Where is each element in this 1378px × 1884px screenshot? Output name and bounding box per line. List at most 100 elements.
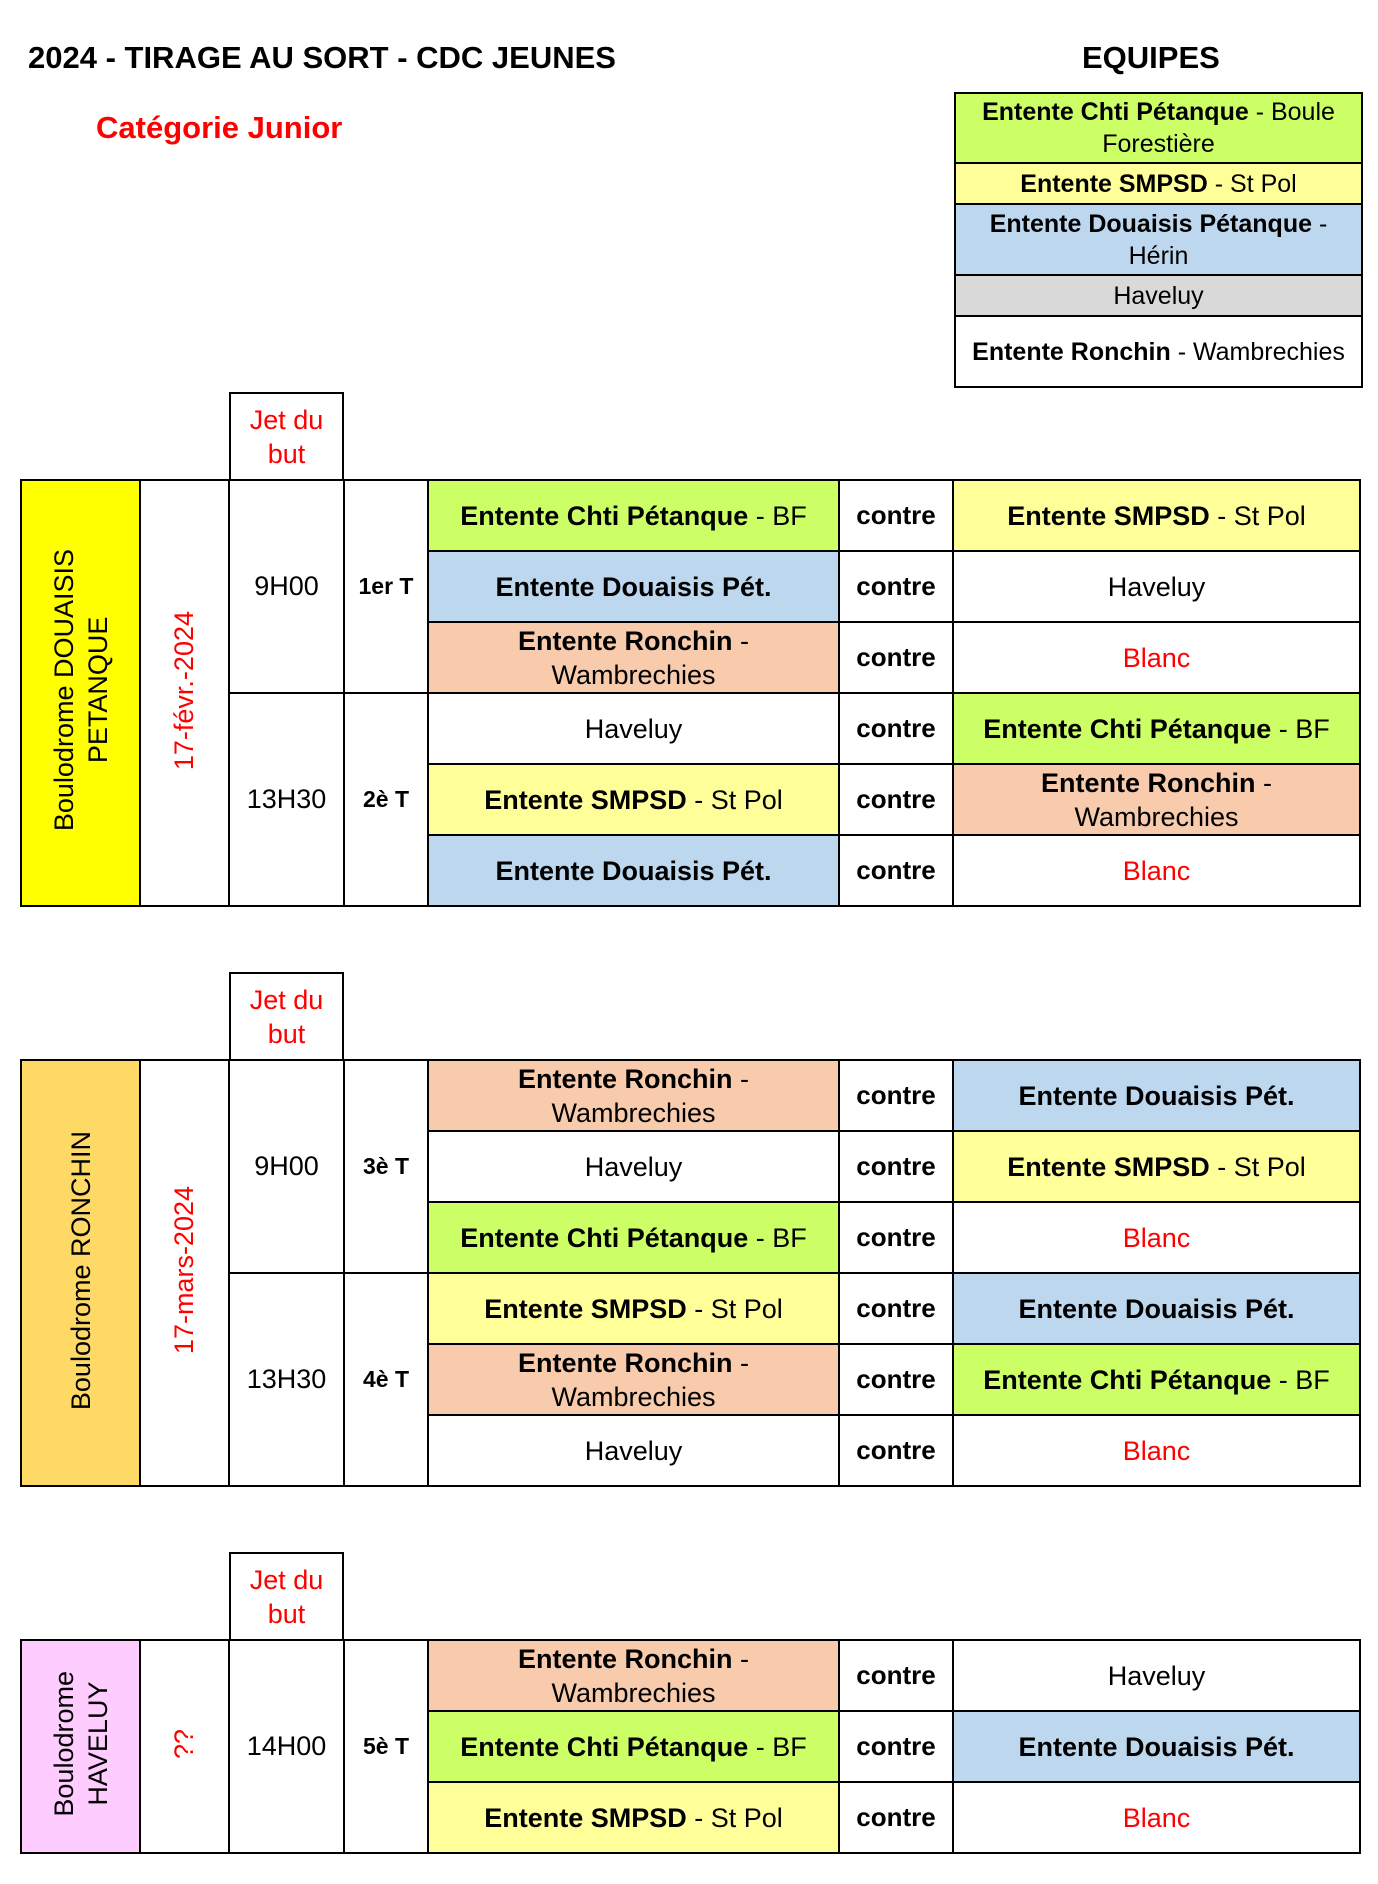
team-suffix: - St Pol bbox=[686, 1802, 783, 1833]
round-label: 2è T bbox=[343, 692, 429, 907]
team-suffix: - Wambrechies bbox=[1074, 767, 1272, 832]
versus-label: contre bbox=[838, 1781, 954, 1854]
team-suffix: - St Pol bbox=[686, 784, 783, 815]
bye-cell: Blanc bbox=[952, 1414, 1361, 1487]
team-name: Entente SMPSD bbox=[484, 1802, 687, 1833]
round-label: 3è T bbox=[343, 1059, 429, 1274]
team-b-cell: Haveluy bbox=[952, 1639, 1361, 1712]
match-date: 17-févr.-2024 bbox=[169, 610, 199, 771]
team-suffix: - BF bbox=[748, 1731, 807, 1762]
match-date: 17-mars-2024 bbox=[169, 1186, 199, 1355]
venue-name: Boulodrome bbox=[48, 1671, 79, 1817]
team-suffix: Blanc bbox=[1122, 1222, 1191, 1253]
team-a-cell: Entente SMPSD - St Pol bbox=[427, 1781, 840, 1854]
team-suffix: Blanc bbox=[1122, 1802, 1191, 1833]
team-name: Entente Douaisis Pét. bbox=[1018, 1080, 1295, 1111]
team-suffix: Haveluy bbox=[1107, 1660, 1206, 1691]
match-row: Entente Chti Pétanque - BF contre Entente … bbox=[21, 1710, 1361, 1783]
team-name: Entente SMPSD bbox=[1007, 1151, 1210, 1182]
venue-cell: Boulodrome RONCHIN bbox=[20, 1059, 141, 1487]
match-row: Entente Chti Pétanque - BF contre Blanc bbox=[21, 1201, 1361, 1274]
team-name: Entente Ronchin bbox=[518, 1063, 733, 1094]
versus-label: contre bbox=[838, 1710, 954, 1783]
versus-label: contre bbox=[838, 621, 954, 694]
jet-du-but-label: Jet du but bbox=[229, 1552, 344, 1639]
bye-cell: Blanc bbox=[952, 621, 1361, 694]
venue-name: Boulodrome DOUAISIS bbox=[48, 549, 79, 832]
team-a-cell: Entente Ronchin - Wambrechies bbox=[427, 1343, 840, 1416]
team-b-cell: Entente Chti Pétanque - BF bbox=[952, 1343, 1361, 1416]
team-name: Entente SMPSD bbox=[1007, 500, 1210, 531]
versus-label: contre bbox=[838, 692, 954, 765]
team-suffix: - BF bbox=[1271, 1364, 1330, 1395]
versus-label: contre bbox=[838, 1059, 954, 1132]
category-label: Catégorie Junior bbox=[96, 110, 343, 145]
team-suffix: - Wambrechies bbox=[551, 625, 749, 690]
team-name: Entente Chti Pétanque bbox=[460, 500, 749, 531]
team-name: Entente Douaisis Pét. bbox=[1018, 1731, 1295, 1762]
venue-name: PETANQUE bbox=[82, 617, 113, 764]
legend-item: Entente Ronchin - Wambrechies bbox=[956, 317, 1361, 386]
team-suffix: Blanc bbox=[1122, 855, 1191, 886]
team-a-cell: Haveluy bbox=[427, 1130, 840, 1203]
team-b-cell: Entente Ronchin - Wambrechies bbox=[952, 763, 1361, 836]
team-name: Entente Douaisis Pétanque bbox=[989, 209, 1312, 238]
team-name: Entente Chti Pétanque bbox=[983, 1364, 1272, 1395]
team-a-cell: Entente Douaisis Pét. bbox=[427, 834, 840, 907]
team-name: Entente Ronchin bbox=[1041, 767, 1256, 798]
team-name: Entente Ronchin bbox=[518, 1643, 733, 1674]
team-name: Entente Chti Pétanque bbox=[982, 98, 1249, 126]
team-suffix: - BF bbox=[1271, 713, 1330, 744]
versus-label: contre bbox=[838, 550, 954, 623]
team-name: Entente Chti Pétanque bbox=[460, 1731, 749, 1762]
versus-label: contre bbox=[838, 763, 954, 836]
team-name: Entente SMPSD bbox=[484, 784, 687, 815]
team-a-cell: Entente Douaisis Pét. bbox=[427, 550, 840, 623]
team-suffix: - Wambrechies bbox=[551, 1347, 749, 1412]
match-row: Entente Douaisis Pét.contre Haveluy bbox=[21, 550, 1361, 623]
teams-legend: Entente Chti Pétanque - Boule Forestière… bbox=[954, 92, 1363, 388]
versus-label: contre bbox=[838, 479, 954, 552]
team-suffix: Haveluy bbox=[584, 1151, 683, 1182]
team-suffix: Haveluy bbox=[584, 1435, 683, 1466]
versus-label: contre bbox=[838, 834, 954, 907]
versus-label: contre bbox=[838, 1201, 954, 1274]
page-title: 2024 - TIRAGE AU SORT - CDC JEUNES bbox=[28, 40, 616, 75]
team-suffix: Haveluy bbox=[1107, 571, 1206, 602]
team-a-cell: Haveluy bbox=[427, 692, 840, 765]
session-time: 13H30 bbox=[228, 692, 345, 907]
team-a-cell: Entente Ronchin - Wambrechies bbox=[427, 1639, 840, 1712]
team-suffix: - Wambrechies bbox=[551, 1643, 749, 1708]
team-name: Entente SMPSD bbox=[484, 1293, 687, 1324]
match-date: ?? bbox=[169, 1728, 199, 1760]
team-name: Entente Chti Pétanque bbox=[460, 1222, 749, 1253]
team-suffix: - St Pol bbox=[1209, 1151, 1306, 1182]
team-suffix: Haveluy bbox=[584, 713, 683, 744]
team-name: Entente Ronchin bbox=[518, 625, 733, 656]
versus-label: contre bbox=[838, 1272, 954, 1345]
team-suffix: Blanc bbox=[1122, 1435, 1191, 1466]
round-label: 5è T bbox=[343, 1639, 429, 1854]
team-name: Entente Douaisis Pét. bbox=[1018, 1293, 1295, 1324]
team-suffix: - Wambrechies bbox=[1170, 337, 1345, 366]
legend-item: Entente Chti Pétanque - Boule Forestière bbox=[956, 94, 1361, 164]
team-b-cell: Entente Chti Pétanque - BF bbox=[952, 692, 1361, 765]
team-suffix: - BF bbox=[748, 1222, 807, 1253]
equipes-title: EQUIPES bbox=[1082, 40, 1220, 75]
team-suffix: - St Pol bbox=[686, 1293, 783, 1324]
legend-item: Entente Douaisis Pétanque - Hérin bbox=[956, 205, 1361, 276]
session-time: 14H00 bbox=[228, 1639, 345, 1854]
team-name: Entente SMPSD bbox=[1020, 169, 1208, 198]
